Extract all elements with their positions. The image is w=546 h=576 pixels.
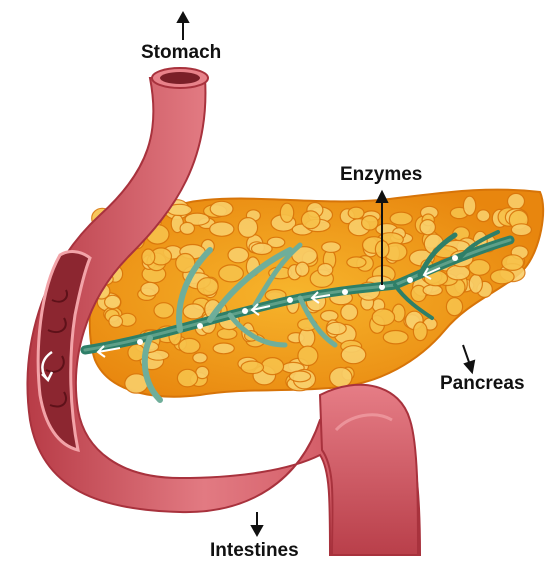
pancreas-lobule	[241, 361, 263, 374]
pancreas-lobule	[372, 309, 394, 326]
pancreas-lobule	[210, 201, 233, 216]
pancreas-lobule	[238, 218, 257, 238]
pancreas-lobule	[213, 343, 234, 354]
pancreas-lobule	[197, 278, 218, 296]
pancreas-lobule	[289, 371, 310, 382]
pancreas-lobule	[322, 242, 341, 253]
stomach-label: Stomach	[141, 42, 221, 64]
pancreas-lobule	[413, 322, 427, 341]
pancreas-lobule	[341, 304, 358, 320]
pancreas-lobule	[296, 262, 309, 276]
pancreas-lobule	[251, 243, 272, 254]
pancreas-lobule	[423, 285, 442, 296]
pancreas-lobule	[318, 264, 333, 276]
pancreas-lobule	[179, 338, 200, 353]
pancreas-lobule	[347, 257, 366, 268]
pancreas-lobule	[502, 255, 524, 271]
pancreas-lobule	[383, 331, 408, 344]
pancreas-lobule	[180, 222, 194, 234]
pancreas-lobule	[298, 346, 318, 365]
pancreas-lobule	[321, 311, 338, 322]
pancreas-lobule	[109, 315, 123, 327]
pancreas-lobule	[508, 193, 525, 209]
up-arrow-icon	[178, 13, 188, 40]
pancreas-lobule	[217, 328, 237, 339]
intestines-label: Intestines	[210, 540, 299, 562]
pancreas-lobule	[330, 368, 352, 388]
pancreas-label: Pancreas	[440, 373, 525, 395]
down-arrow-icon	[463, 345, 474, 372]
pancreas-lobule	[447, 265, 470, 280]
pancreas-lobule	[390, 212, 412, 225]
pancreas-lobule	[469, 274, 482, 293]
down-arrow-icon	[252, 512, 262, 535]
pancreas-lobule	[511, 224, 531, 236]
pancreas-lobule	[141, 282, 159, 296]
pancreas-lobule	[301, 211, 320, 229]
pancreas-lobule	[348, 207, 364, 219]
pancreas-lobule	[280, 203, 293, 222]
pancreas-lobule	[420, 220, 435, 235]
pancreas-lobule	[362, 216, 378, 230]
pancreas-lobule	[463, 196, 475, 215]
pancreas-lobule	[154, 303, 174, 318]
pancreas-lobule	[210, 222, 234, 236]
pancreas-lobule	[491, 270, 515, 284]
pancreas-lobule	[177, 369, 197, 387]
enzymes-label: Enzymes	[340, 164, 422, 186]
pancreas-lobule	[142, 249, 155, 265]
pancreas-lobule	[183, 304, 204, 319]
pancreas-lobule	[341, 346, 366, 364]
pancreas-lobule	[446, 298, 462, 316]
pancreas-lobule	[193, 353, 207, 363]
pancreas-lobule	[477, 210, 490, 222]
pancreas-lobule	[219, 265, 244, 282]
pancreas-lobule	[261, 358, 283, 375]
pancreas-lobule	[327, 322, 347, 334]
pancreas-lobule	[228, 247, 249, 262]
